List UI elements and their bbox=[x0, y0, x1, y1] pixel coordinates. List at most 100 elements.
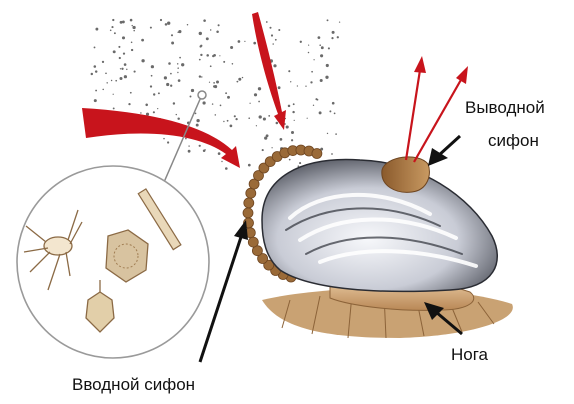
particle bbox=[160, 19, 162, 21]
particle bbox=[111, 80, 112, 81]
particle bbox=[227, 96, 230, 99]
particle bbox=[171, 34, 173, 36]
particle bbox=[196, 119, 199, 122]
particle bbox=[232, 63, 234, 65]
particle bbox=[120, 68, 121, 69]
particle bbox=[317, 99, 319, 101]
particle bbox=[153, 111, 155, 113]
particle bbox=[95, 70, 97, 72]
particle bbox=[227, 120, 229, 122]
particle bbox=[332, 102, 335, 105]
particle bbox=[254, 93, 257, 96]
particle bbox=[225, 167, 228, 170]
particle bbox=[173, 102, 175, 104]
particle bbox=[320, 54, 323, 57]
particle bbox=[294, 120, 295, 121]
particle bbox=[177, 72, 178, 73]
particle bbox=[230, 125, 233, 128]
particle bbox=[123, 53, 125, 55]
particle bbox=[130, 19, 133, 22]
particle bbox=[319, 111, 322, 114]
particle bbox=[177, 67, 179, 69]
particle bbox=[209, 82, 210, 83]
label-outlet-siphon-line2: сифон bbox=[488, 130, 539, 152]
particle bbox=[213, 85, 215, 87]
particle bbox=[266, 21, 268, 23]
particle bbox=[318, 36, 321, 39]
particle bbox=[278, 29, 280, 31]
particle bbox=[150, 27, 152, 29]
particle bbox=[124, 63, 127, 66]
particle bbox=[220, 105, 222, 107]
particle bbox=[122, 36, 125, 39]
particle bbox=[308, 52, 310, 54]
particle bbox=[95, 90, 97, 92]
outlet-siphon bbox=[382, 157, 430, 192]
particle bbox=[119, 57, 121, 59]
particle bbox=[271, 34, 273, 36]
particle bbox=[185, 138, 187, 140]
label-outlet-siphon-line1: Выводной bbox=[465, 97, 545, 119]
particle bbox=[236, 81, 238, 83]
particle bbox=[133, 30, 135, 32]
particle bbox=[111, 26, 113, 28]
particle bbox=[178, 79, 181, 82]
particle bbox=[311, 71, 313, 73]
particle bbox=[268, 115, 270, 117]
particle bbox=[206, 54, 209, 57]
particle bbox=[212, 103, 213, 104]
particle bbox=[179, 57, 181, 59]
particle bbox=[201, 76, 202, 77]
particle bbox=[95, 28, 98, 31]
particle bbox=[280, 138, 283, 141]
particle bbox=[253, 42, 256, 45]
particle bbox=[153, 93, 155, 95]
label-inlet-siphon: Вводной сифон bbox=[72, 374, 195, 396]
particle bbox=[94, 65, 97, 68]
particle bbox=[297, 85, 298, 86]
particle bbox=[313, 105, 314, 106]
label-foot: Нога bbox=[451, 344, 488, 366]
particle bbox=[187, 24, 188, 25]
particle bbox=[230, 46, 233, 49]
particle bbox=[166, 83, 169, 86]
particle bbox=[94, 46, 96, 48]
particle bbox=[164, 76, 167, 79]
particle bbox=[266, 134, 269, 137]
particle bbox=[131, 49, 133, 51]
fringe-tentacle bbox=[244, 198, 254, 208]
particle bbox=[212, 55, 214, 57]
particle bbox=[94, 99, 97, 102]
fringe-tentacle bbox=[312, 149, 322, 159]
particle bbox=[145, 104, 148, 107]
particle bbox=[203, 19, 206, 22]
particle bbox=[272, 43, 274, 45]
particle bbox=[256, 125, 257, 126]
pointer-outlet-siphon bbox=[428, 136, 460, 166]
particle bbox=[177, 63, 178, 64]
particle bbox=[150, 85, 152, 87]
particle bbox=[126, 69, 127, 70]
particle bbox=[223, 121, 224, 122]
particle bbox=[263, 117, 266, 120]
particle bbox=[181, 63, 184, 66]
particle bbox=[248, 164, 251, 167]
particle bbox=[203, 101, 206, 104]
inflow-arrow-top bbox=[252, 12, 286, 130]
particle bbox=[335, 133, 337, 135]
particle bbox=[168, 62, 171, 65]
particle bbox=[121, 68, 123, 70]
particle bbox=[128, 103, 130, 105]
fringe-tentacle bbox=[243, 208, 253, 218]
particle bbox=[218, 24, 220, 26]
particle bbox=[151, 75, 153, 77]
inflow-arrows bbox=[82, 12, 286, 168]
particle bbox=[327, 133, 328, 134]
particle bbox=[271, 147, 272, 148]
particle bbox=[299, 162, 301, 164]
particle bbox=[102, 89, 104, 91]
particle bbox=[210, 65, 212, 67]
particle bbox=[337, 36, 339, 38]
particle bbox=[269, 27, 271, 29]
